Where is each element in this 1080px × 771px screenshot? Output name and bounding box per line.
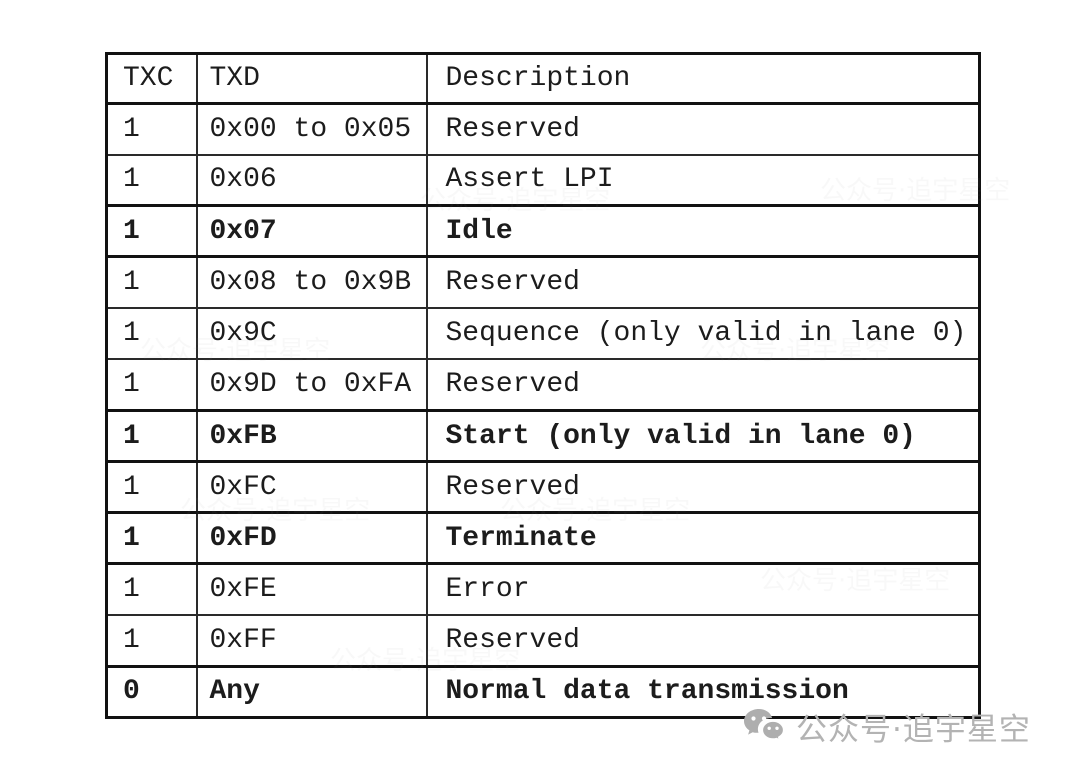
description-cell: Start (only valid in lane 0): [425, 408, 981, 464]
description-cell: Error: [425, 562, 981, 617]
column-header-txc: TXC: [105, 52, 198, 105]
description-cell: Sequence (only valid in lane 0): [425, 307, 981, 361]
description-cell: Reserved: [425, 614, 981, 668]
table-header-row: TXC TXD Description: [105, 52, 981, 105]
txd-cell: 0x08 to 0x9B: [195, 255, 428, 310]
txd-cell: 0xFB: [195, 408, 428, 464]
txc-cell: 1: [105, 511, 198, 566]
txd-cell: 0xFF: [195, 614, 428, 668]
txd-cell: 0x00 to 0x05: [195, 102, 428, 156]
description-cell: Idle: [425, 204, 981, 259]
txd-cell: 0x07: [195, 204, 428, 259]
txd-cell: 0x9C: [195, 307, 428, 361]
txc-cell: 0: [105, 664, 198, 720]
txc-cell: 1: [105, 408, 198, 464]
column-header-description: Description: [425, 52, 981, 105]
txc-cell: 1: [105, 204, 198, 259]
txd-cell: 0xFC: [195, 460, 428, 514]
description-cell: Reserved: [425, 358, 981, 412]
description-cell: Terminate: [425, 511, 981, 566]
txd-cell: 0x9D to 0xFA: [195, 358, 428, 412]
txc-cell: 1: [105, 614, 198, 668]
description-cell: Reserved: [425, 460, 981, 514]
txc-cell: 1: [105, 153, 198, 207]
column-header-txd: TXD: [195, 52, 428, 105]
txc-cell: 1: [105, 358, 198, 412]
txc-cell: 1: [105, 307, 198, 361]
txd-cell: Any: [195, 664, 428, 720]
txc-cell: 1: [105, 102, 198, 156]
txd-cell: 0x06: [195, 153, 428, 207]
description-cell: Normal data transmission: [425, 664, 981, 720]
txd-cell: 0xFE: [195, 562, 428, 617]
description-cell: Assert LPI: [425, 153, 981, 207]
txc-cell: 1: [105, 562, 198, 617]
txd-cell: 0xFD: [195, 511, 428, 566]
description-cell: Reserved: [425, 102, 981, 156]
txc-cell: 1: [105, 255, 198, 310]
txc-cell: 1: [105, 460, 198, 514]
description-cell: Reserved: [425, 255, 981, 310]
